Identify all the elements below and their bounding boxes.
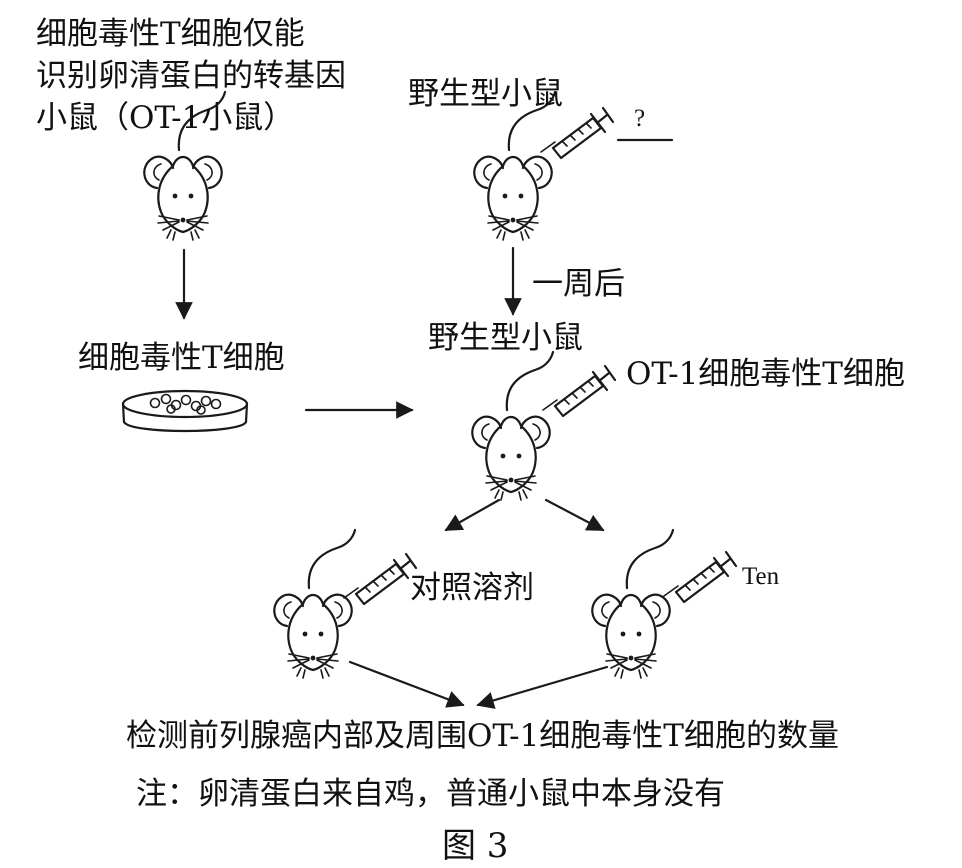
question-mark: ? [634,105,646,132]
petri-dish [121,389,249,433]
ot1-description-line3: 小鼠（OT-1小鼠） [36,100,295,136]
arrow-control-to-measure [348,660,465,708]
syringe-control [342,552,418,606]
wildtype-mouse-label-mid: 野生型小鼠 [428,320,583,356]
figure-caption: 图 3 [442,826,509,866]
control-mouse [273,528,357,680]
cytotoxic-t-cells-label: 细胞毒性T细胞 [78,340,285,376]
note-text: 注：卵清蛋白来自鸡，普通小鼠中本身没有 [136,776,725,812]
arrow-split-right [544,498,605,532]
syringe-mid [541,364,617,418]
arrow-split-left [444,498,501,532]
ot1-injection-label: OT-1细胞毒性T细胞 [626,356,905,392]
arrow-ten-to-measure [476,665,609,709]
syringe-top [539,106,615,160]
measurement-text: 检测前列腺癌内部及周围OT-1细胞毒性T细胞的数量 [126,718,839,754]
wildtype-mouse-mid [471,350,555,502]
wildtype-mouse-label-top: 野生型小鼠 [408,76,563,112]
ten-mouse [591,528,675,680]
one-week-later-label: 一周后 [532,266,625,302]
ten-label: Ten [742,563,780,590]
wildtype-mouse-top [473,90,557,242]
ot1-description-line2: 识别卵清蛋白的转基因 [36,58,346,94]
syringe-ten [662,550,738,604]
ot1-description-line1: 细胞毒性T细胞仅能 [36,16,305,52]
control-solvent-label: 对照溶剂 [410,570,534,606]
